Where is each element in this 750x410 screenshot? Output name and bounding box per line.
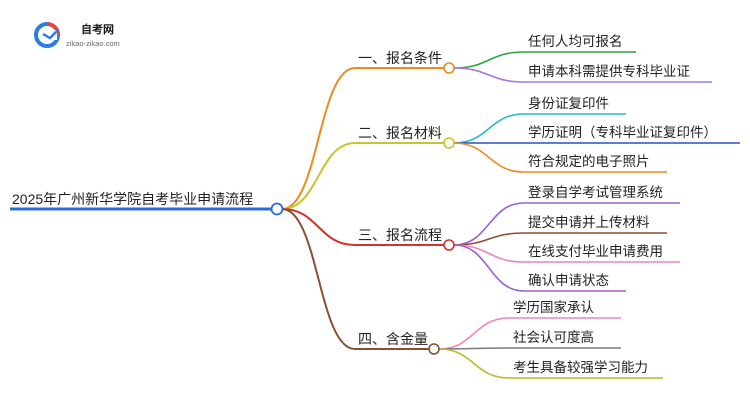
branch-node-circle <box>443 62 455 74</box>
branch-node-circle <box>443 239 455 251</box>
branch-label: 四、含金量 <box>358 331 428 347</box>
branch-connector <box>281 67 356 210</box>
branch-connector <box>281 208 356 350</box>
leaf-label: 考生具备较强学习能力 <box>513 359 648 375</box>
logo-mark-icon <box>34 22 60 48</box>
leaf-connector <box>438 317 510 350</box>
mind-map-nodes: 2025年广州新华学院自考毕业申请流程 一、报名条件 任何人均可报名申请本科需提供专… <box>12 34 717 375</box>
branch-label: 二、报名材料 <box>358 125 442 141</box>
leaf-label: 符合规定的电子照片 <box>528 154 650 169</box>
site-logo: 自考网 zikao-zikao.com <box>34 22 120 48</box>
branch-node-circle <box>443 137 455 149</box>
leaf-label: 确认申请状态 <box>528 273 609 288</box>
root-node-circle <box>270 202 284 216</box>
branch-node-circle <box>428 343 440 355</box>
leaf-label: 登录自学考试管理系统 <box>528 185 663 200</box>
branch-connector <box>281 208 356 246</box>
leaf-connector <box>453 142 525 173</box>
leaf-label: 任何人均可报名 <box>528 34 623 49</box>
leaf-label: 提交申请并上传材料 <box>528 214 650 230</box>
branch-label: 一、报名条件 <box>358 50 442 66</box>
leaf-connector <box>438 348 510 379</box>
leaf-connector <box>453 232 525 246</box>
leaf-connector <box>453 67 525 83</box>
leaf-label: 申请本科需提供专科毕业证 <box>528 64 690 79</box>
leaf-connector <box>453 113 525 144</box>
logo-url: zikao-zikao.com <box>66 39 120 48</box>
branch-connector <box>281 142 356 210</box>
connector-lines <box>10 51 740 379</box>
leaf-connector <box>453 202 525 246</box>
leaf-connector <box>453 51 525 69</box>
leaf-label: 社会认可度高 <box>513 329 594 345</box>
logo-title: 自考网 <box>81 22 114 36</box>
leaf-label: 学历国家承认 <box>513 299 594 315</box>
leaf-label: 身份证复印件 <box>528 95 609 111</box>
leaf-label: 学历证明（专科毕业证复印件） <box>528 124 717 140</box>
leaf-connector <box>453 244 525 292</box>
root-node-label: 2025年广州新华学院自考毕业申请流程 <box>12 191 253 207</box>
leaf-connector <box>453 244 525 263</box>
branch-label: 三、报名流程 <box>358 227 442 243</box>
leaf-label: 在线支付毕业申请费用 <box>528 244 663 259</box>
